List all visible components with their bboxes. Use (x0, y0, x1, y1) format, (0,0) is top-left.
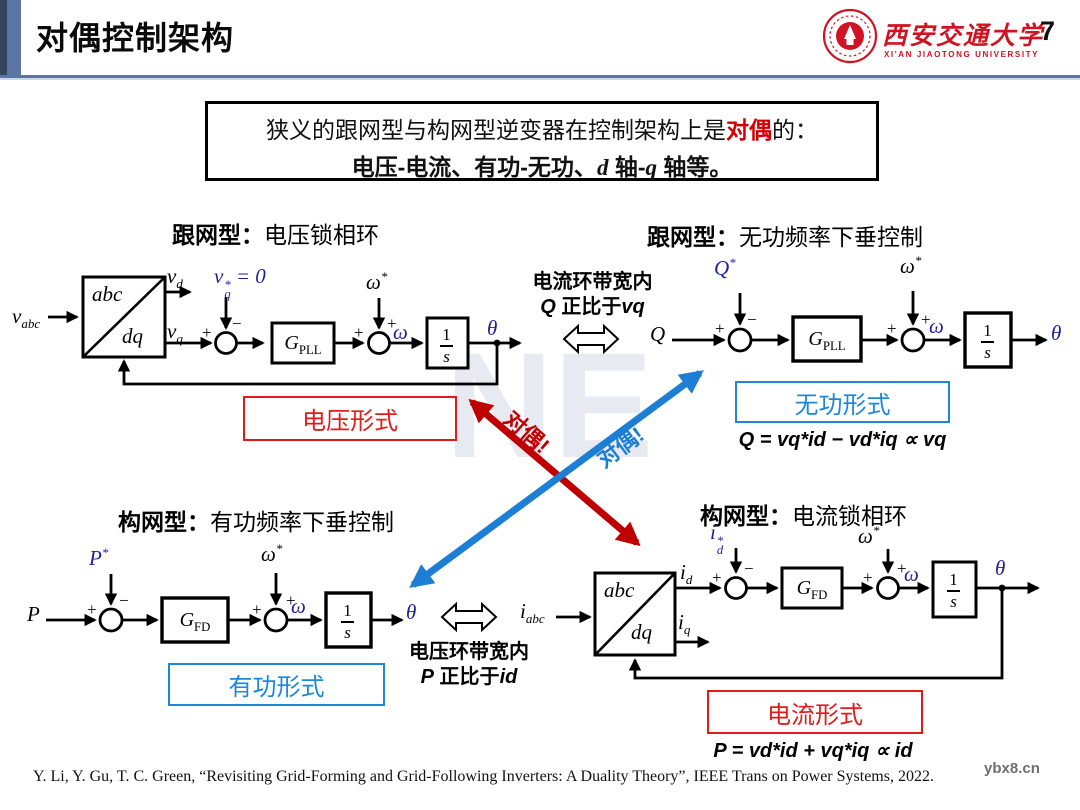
header-divider (0, 75, 1080, 78)
gfd-block (780, 566, 844, 610)
equivalence-arrow-icon (562, 323, 620, 355)
gfl-droop-diagram (672, 291, 1048, 369)
gpll-block (270, 321, 336, 365)
gfm-cpll-diagram (556, 548, 1040, 680)
page-title: 对偶控制架构 (36, 20, 235, 56)
integrator-block (324, 591, 373, 649)
sum-junction (727, 327, 753, 353)
header-divider-light (0, 78, 1080, 80)
sum-junction (367, 331, 391, 355)
sum-junction (900, 327, 926, 353)
sum-junction (214, 331, 238, 355)
integrator-block (931, 560, 978, 619)
university-name-cn: 西安交通大学 (882, 23, 1045, 50)
university-logo: 西安交通大学 XI'AN JIAOTONG UNIVERSITY (822, 8, 1042, 72)
intro-line2: 电压-电流、有功-无功、d 轴-q 轴等。 (351, 154, 733, 180)
sum-junction (724, 576, 748, 600)
gpll-block (791, 315, 863, 363)
duality-arrow-blue (409, 370, 704, 588)
equivalence-arrow-icon (440, 601, 498, 633)
duality-highlight: 对偶 (726, 117, 772, 143)
site-watermark: ybx8.cn (984, 760, 1040, 777)
page-number: 7 (1040, 16, 1056, 46)
integrator-block (425, 316, 470, 370)
header-accent-bar (7, 0, 21, 75)
header-accent-bar-dark (0, 0, 7, 75)
intro-statement-box: 狭义的跟网型与构网型逆变器在控制架构上是对偶的： 电压-电流、有功-无功、d 轴… (205, 101, 879, 181)
gfd-block (160, 596, 230, 644)
citation-text: Y. Li, Y. Gu, T. C. Green, “Revisiting G… (33, 768, 934, 785)
gfm-droop-diagram (46, 573, 404, 649)
intro-line1: 狭义的跟网型与构网型逆变器在控制架构上是对偶的： (266, 117, 818, 143)
sum-junction (876, 576, 900, 600)
university-name-en: XI'AN JIAOTONG UNIVERSITY (884, 50, 1040, 59)
sum-junction (263, 607, 289, 633)
integrator-block (963, 311, 1013, 369)
sum-junction (98, 607, 124, 633)
gfl-vpll-diagram (48, 275, 522, 386)
university-seal-icon (822, 8, 878, 64)
